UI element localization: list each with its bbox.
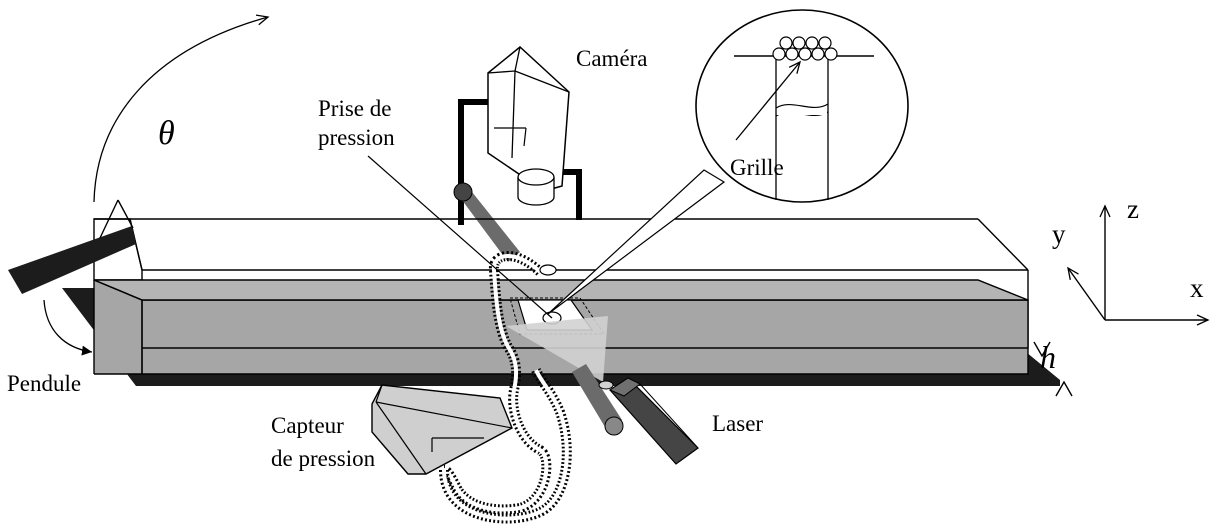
- theta-label: θ: [158, 115, 175, 152]
- sensor-label-line2: de pression: [271, 446, 376, 471]
- depth-indicator: [1033, 341, 1073, 397]
- laser-arm: [572, 364, 624, 436]
- grid-leader: [735, 60, 801, 141]
- axis-y-label: y: [1052, 219, 1066, 249]
- grid-particles: [772, 36, 838, 61]
- laser-label: Laser: [712, 411, 763, 436]
- rotation-arrow: [93, 14, 270, 203]
- pendulum: [8, 199, 136, 294]
- pressure-tap-label-line1: Prise de: [318, 96, 391, 121]
- laser-beam: [506, 316, 608, 382]
- grid-label: Grille: [730, 155, 784, 180]
- depth-label: h: [1040, 339, 1056, 375]
- pendulum-label: Pendule: [7, 371, 81, 396]
- base-plate: [62, 288, 1060, 386]
- pendulum-arrow: [43, 299, 93, 356]
- axes: [1067, 204, 1210, 326]
- camera-support: [453, 99, 582, 262]
- pressure-tap-leader: [367, 155, 553, 319]
- axis-x-label: x: [1190, 273, 1204, 303]
- camera: [487, 46, 570, 206]
- camera-label: Caméra: [576, 46, 648, 71]
- pressure-tubing: [439, 251, 572, 524]
- zoom-callout: [547, 9, 909, 315]
- pressure-tap-label-line2: pression: [318, 125, 395, 150]
- axis-z-label: z: [1127, 194, 1139, 224]
- pressure-sensor: [371, 384, 513, 475]
- laser: [598, 377, 699, 465]
- sensor-label-line1: Capteur: [271, 413, 344, 438]
